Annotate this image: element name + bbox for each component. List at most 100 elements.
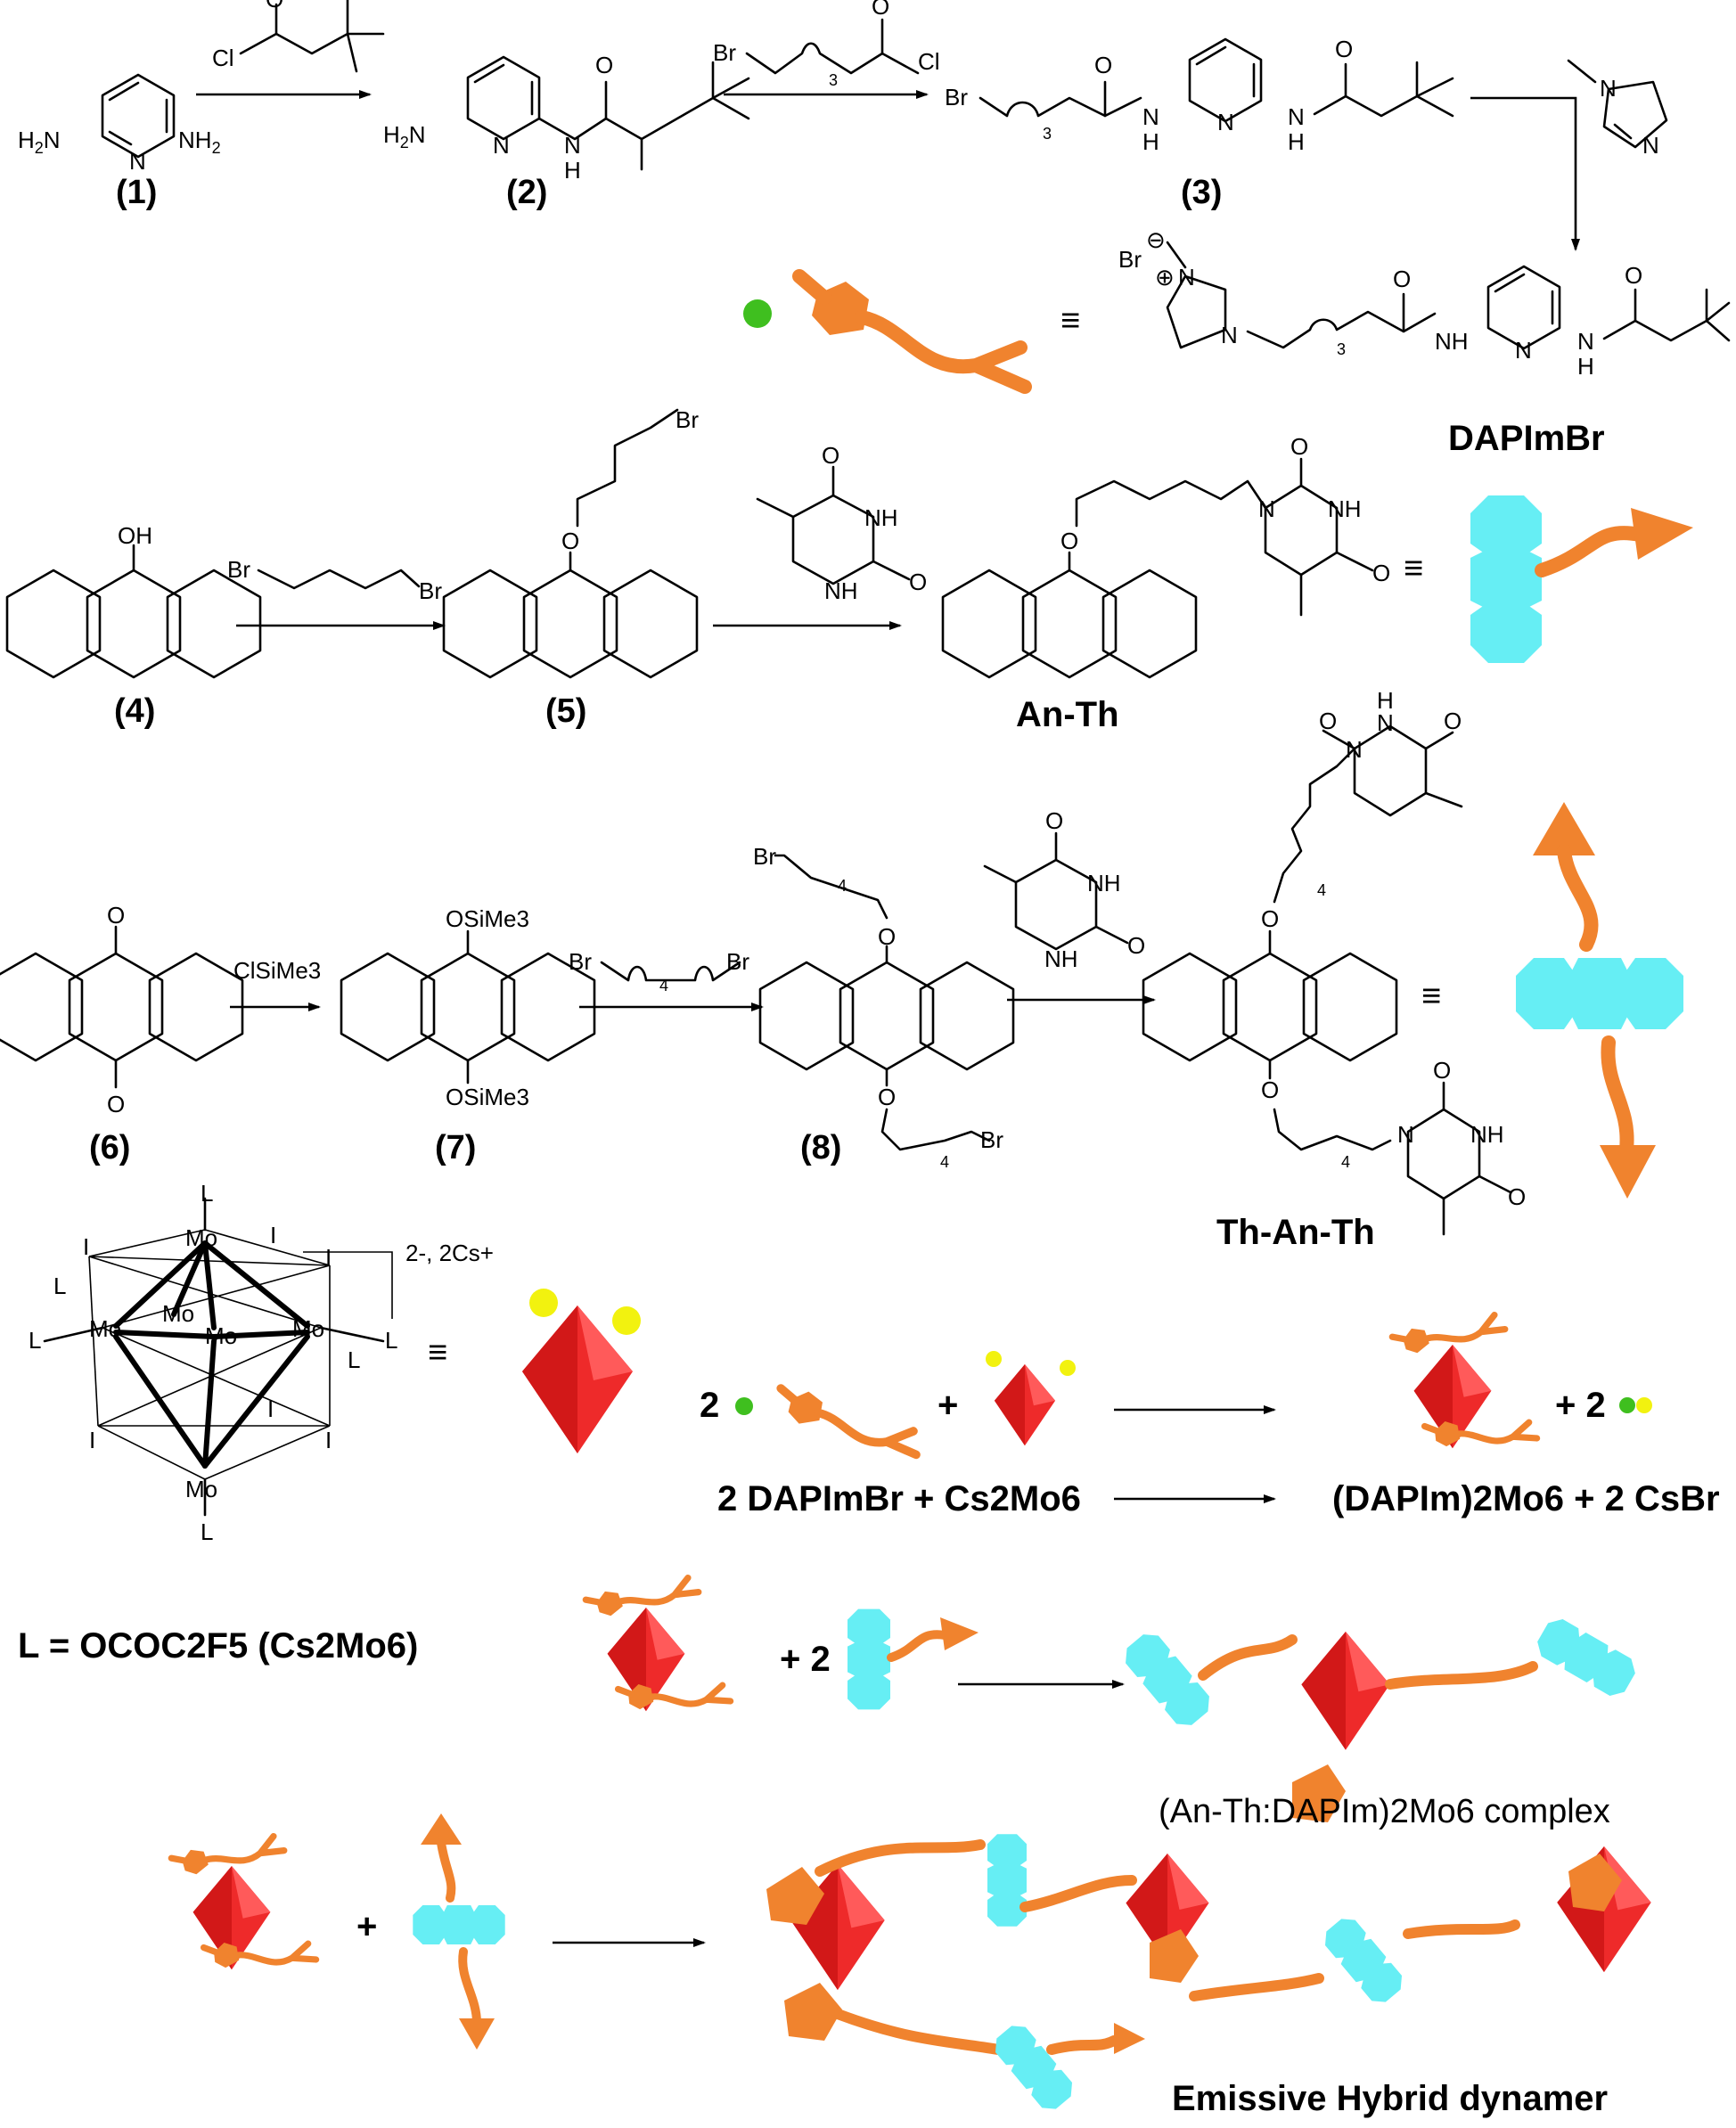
iodide: I	[267, 1395, 274, 1422]
atom-br-2: Br	[980, 1126, 1003, 1153]
dynamer-label: Emissive Hybrid dynamer	[1172, 2079, 1608, 2118]
dapimbr-structure: Br ⊖ ⊕ N N 3 O NH N N H O DAPImBr	[1118, 226, 1731, 458]
atom-n-2: N	[1397, 1121, 1414, 1148]
amine: H2N	[383, 121, 426, 151]
repeat-4-2: 4	[1341, 1153, 1350, 1171]
minus-charge: ⊖	[1146, 226, 1166, 253]
atom-br-2: Br	[726, 948, 749, 975]
compound-7: OSiMe3 OSiMe3 (7)	[340, 905, 596, 1166]
mo6-cluster: Mo Mo Mo Mo Mo Mo I I I I I I L L L L L …	[18, 1180, 494, 1666]
label-dapimbr: DAPImBr	[1448, 419, 1605, 458]
atom-o: O	[872, 0, 889, 20]
cs-dot	[1636, 1397, 1652, 1413]
ether-o-bottom: O	[1261, 1076, 1279, 1103]
atom-o: O	[1393, 266, 1411, 292]
reagent-thymine-2: O O NH NH	[983, 807, 1145, 972]
atom-n: N	[1178, 264, 1195, 291]
atom-nh: NH	[1328, 495, 1362, 522]
repeat-3: 3	[1337, 340, 1346, 358]
atom-cl: Cl	[918, 48, 940, 75]
ring-n: N	[1515, 337, 1532, 364]
atom-br: Br	[945, 84, 968, 110]
atom-br: Br	[227, 556, 250, 583]
atom-n: N	[1600, 75, 1617, 102]
bromide-dot	[735, 1397, 753, 1415]
amide-h: H	[1142, 128, 1159, 155]
compound-thanth: O O 4 N O H N O 4 N O NH O Th-An-Th	[1142, 687, 1526, 1252]
ring-n: N	[493, 132, 510, 159]
compound-8: O O Br 4 4 Br (8)	[753, 843, 1015, 1171]
label-thanth: Th-An-Th	[1216, 1213, 1375, 1252]
compound-1: H2N N NH2 (1)	[18, 73, 221, 211]
atom-h: H	[1377, 687, 1394, 714]
atom-nh: NH	[864, 504, 898, 531]
atom-n-2: N	[1221, 322, 1238, 348]
silyl-ether-top: OSiMe3	[446, 905, 529, 932]
atom-nh: NH	[1470, 1121, 1504, 1148]
equation-products: (DAPIm)2Mo6 + 2 CsBr	[1332, 1479, 1720, 1518]
amide-n: N	[564, 132, 581, 159]
label-compound-4: (4)	[114, 692, 155, 730]
atom-br-2: Br	[419, 577, 442, 604]
cs-dot-2	[1060, 1360, 1076, 1376]
reagent-dibromobutane: Br Br	[227, 556, 442, 604]
plus-two: + 2	[780, 1640, 831, 1679]
amine-right: NH2	[178, 127, 221, 157]
plus-charge: ⊕	[1155, 264, 1175, 291]
reagent-clsime3: ClSiMe3	[233, 957, 321, 984]
mo-back: Mo	[162, 1300, 194, 1327]
atom-cl: Cl	[212, 45, 234, 71]
complex-label: (An-Th:DAPIm)2Mo6 complex	[1159, 1793, 1610, 1830]
equation-reactants: 2 DAPImBr + Cs2Mo6	[717, 1479, 1081, 1518]
repeat-3: 3	[829, 71, 838, 89]
atom-n-h: N	[1377, 709, 1394, 736]
plus-sign: +	[938, 1386, 958, 1425]
equivalence-sign-2: ≡	[1404, 550, 1423, 587]
ligand-definition: L = OCOC2F5 (Cs2Mo6)	[18, 1626, 418, 1666]
dynamer-glyph	[766, 1834, 1651, 2116]
ether-o-top: O	[1261, 905, 1279, 932]
iodide: I	[89, 1427, 95, 1453]
reagent-thymine: O O NH NH	[756, 442, 927, 604]
repeat-4: 4	[659, 977, 668, 994]
amide-n: N	[1577, 328, 1594, 355]
ether-o: O	[561, 528, 579, 554]
iodide: I	[270, 1222, 276, 1248]
amide-h: H	[564, 157, 581, 184]
atom-br: Br	[676, 406, 699, 433]
compound-4: OH (4)	[5, 522, 262, 730]
reagent-bromoacyl-chloride: Br O Cl 3	[713, 0, 940, 89]
mo6-glyph	[522, 1289, 641, 1453]
atom-o: O	[1290, 433, 1308, 460]
amide-h-2: H	[1288, 128, 1305, 155]
ligand: L	[348, 1346, 360, 1373]
ligand-top: L	[201, 1180, 213, 1207]
product-coefficient: + 2	[1555, 1386, 1606, 1425]
compound-6: O O (6)	[0, 902, 244, 1166]
oxo-bottom: O	[107, 1091, 125, 1117]
reagent-methylimidazole: N N	[1567, 59, 1668, 159]
atom-o: O	[1045, 807, 1063, 834]
label-anth: An-Th	[1016, 695, 1119, 734]
ligand: L	[53, 1273, 66, 1299]
anth-glyph	[1470, 495, 1693, 663]
mo-left: Mo	[89, 1315, 121, 1342]
hydroxyl: OH	[118, 522, 152, 549]
atom-br: Br	[1118, 246, 1142, 273]
plus-sign-2: +	[356, 1907, 377, 1946]
reaction-eq-1: 2 + + 2 2 DAPImBr + Cs2Mo6 (DAPIm)2Mo6 +…	[700, 1286, 1720, 1518]
atom-nh-2: NH	[824, 577, 858, 604]
repeat-4-2: 4	[940, 1153, 949, 1171]
compound-anth: O N O NH O An-Th	[941, 433, 1390, 734]
charge-bracket	[303, 1251, 393, 1319]
bromide-dot	[743, 299, 772, 328]
label-compound-6: (6)	[89, 1129, 130, 1166]
equivalence-sign-3: ≡	[1421, 978, 1441, 1015]
reaction-eq-3: + Emissive Hybri	[171, 1807, 1651, 2118]
thanth-glyph-small	[413, 1813, 505, 2050]
amide-n: N	[1142, 103, 1159, 130]
iodide: I	[325, 1244, 332, 1271]
atom-o-3: O	[1433, 1057, 1451, 1084]
ring-nitrogen: N	[129, 148, 146, 175]
atom-o-4: O	[1508, 1183, 1526, 1210]
